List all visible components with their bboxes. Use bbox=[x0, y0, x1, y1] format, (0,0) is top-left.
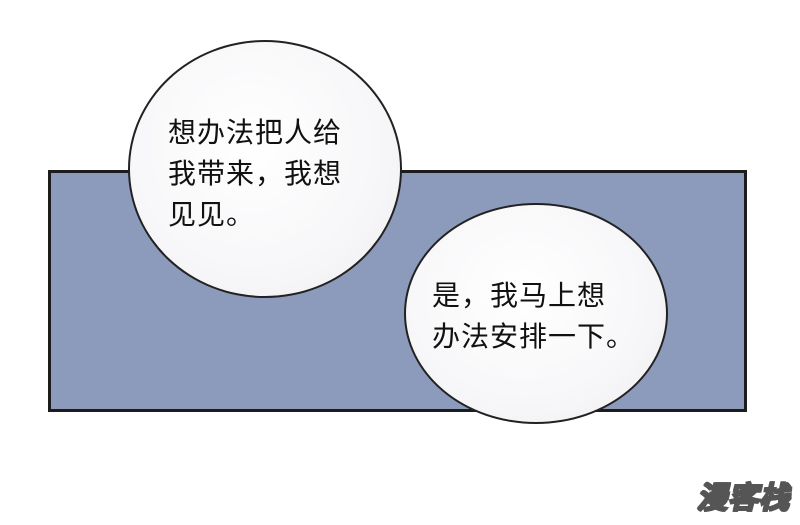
watermark-logo: 漫客栈 bbox=[696, 480, 790, 517]
speech-bubble-1: 想办法把人给 我带来，我想 见见。 bbox=[128, 40, 402, 298]
speech-bubble-1-text: 想办法把人给 我带来，我想 见见。 bbox=[168, 116, 343, 231]
speech-bubble-2: 是，我马上想 办法安排一下。 bbox=[404, 203, 668, 424]
speech-bubble-2-text: 是，我马上想 办法安排一下。 bbox=[432, 279, 636, 353]
